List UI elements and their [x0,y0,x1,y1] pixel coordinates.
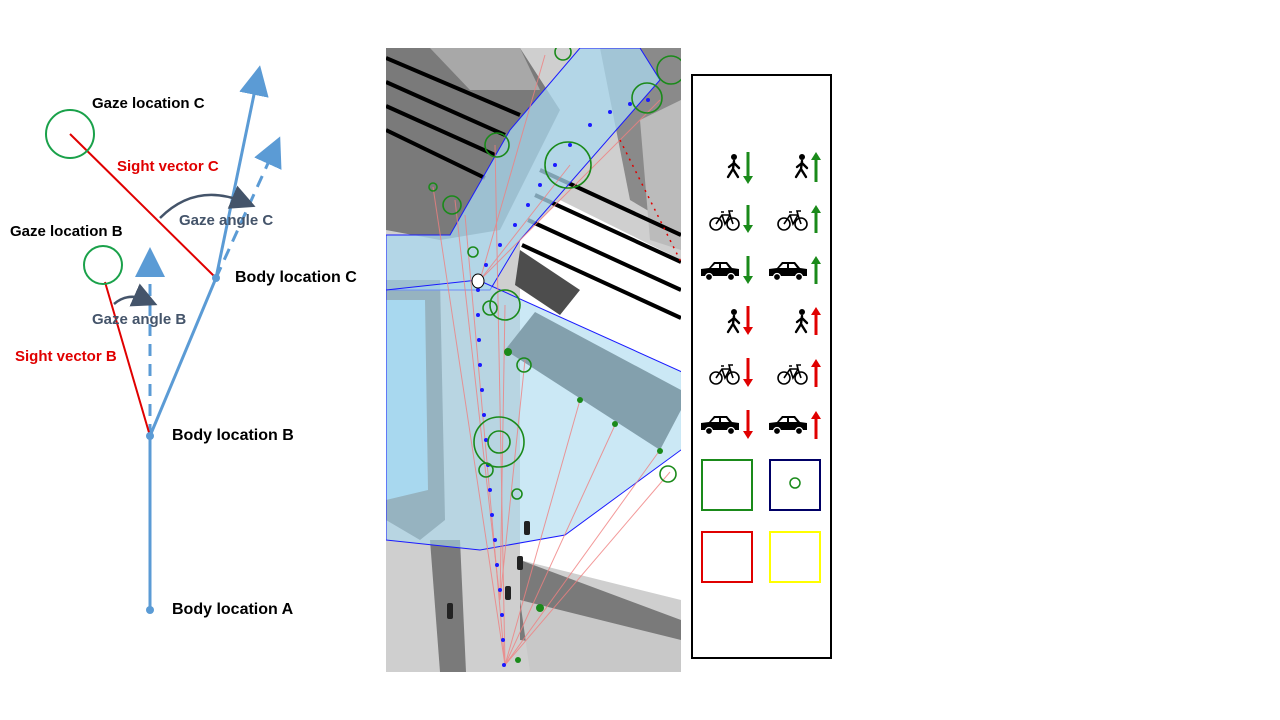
path-c-heading [214,65,269,279]
body-point-b [146,432,154,440]
legend-row-pedestrian-red [726,306,821,335]
observer-marker [471,273,485,289]
building-north [515,250,580,315]
path-b-to-c [148,277,218,437]
gaze-circle-b [83,245,123,285]
legend-row-bicycle-red [709,358,821,387]
legend-row-pedestrian-green [726,152,821,184]
gaze-angle-b-arc [113,283,158,307]
view-cone-lower [386,279,681,551]
label-gaze-angle-b: Gaze angle B [92,311,187,328]
gaze-angle-c-arc [159,185,256,219]
legend-box-red [701,531,753,583]
label-sight-vector-c: Sight vector C [117,158,219,175]
legend-box-navy [769,459,821,511]
label-body-location-a: Body location A [172,601,294,618]
label-gaze-location-c: Gaze location C [92,95,205,112]
legend-row-bicycle-green [709,205,821,233]
gaze-circle-c [45,109,95,159]
label-gaze-angle-c: Gaze angle C [179,212,274,229]
legend-box-yellow [769,531,821,583]
label-body-location-b: Body location B [172,427,294,444]
reference-direction-c [214,136,282,279]
body-point-c [212,274,220,282]
legend-box-navy-gaze-dot [789,477,801,489]
intersection-map [386,48,681,672]
legend-row-car-red [700,410,821,439]
label-gaze-location-b: Gaze location B [10,223,123,240]
sight-vector-c-line [69,133,217,279]
legend-row-car-green [700,256,821,284]
sight-vector-b-line [104,281,151,437]
legend-box-green [701,459,753,511]
label-body-location-c: Body location C [235,269,357,286]
body-point-a [146,606,154,614]
legend-panel [691,74,832,659]
label-sight-vector-b: Sight vector B [15,348,117,365]
left-diagram [45,65,282,614]
